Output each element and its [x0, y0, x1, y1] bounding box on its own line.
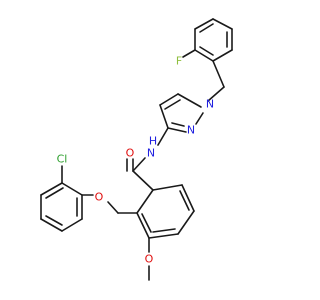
atom-labels: F N N H N O Cl O O: [57, 55, 214, 266]
ether-oxygen-label: O: [95, 191, 104, 204]
bond: [164, 99, 181, 110]
bond: [107, 201, 119, 214]
carbonyl-oxygen-label: O: [126, 147, 135, 160]
bond: [171, 122, 185, 127]
bond: [157, 127, 169, 146]
structure-canvas: F N N H N O Cl O O: [40, 18, 233, 281]
bond: [152, 184, 183, 191]
bond: [195, 112, 204, 125]
bond: [45, 187, 64, 199]
bond: [212, 18, 233, 30]
bond: [212, 60, 225, 88]
bond: [136, 212, 150, 239]
amide-n-label: N: [147, 147, 155, 160]
bonds: [40, 18, 233, 281]
bond: [179, 190, 190, 211]
bond: [136, 189, 154, 214]
pyrazole-n2-label: N: [187, 124, 195, 137]
bond: [45, 215, 63, 226]
molecule-drawing: F N N H N O Cl O O: [40, 18, 233, 281]
bond: [199, 46, 214, 56]
bond: [194, 49, 214, 62]
bond: [40, 182, 63, 196]
bond: [199, 23, 214, 33]
amide-h-label: H: [149, 135, 157, 148]
bond: [177, 210, 195, 235]
bond: [132, 170, 154, 191]
methoxy-oxygen-label: O: [145, 253, 154, 266]
chlorine-atom-label: Cl: [57, 153, 68, 166]
bond: [132, 157, 146, 172]
bond: [40, 218, 63, 232]
bond: [152, 228, 176, 233]
bond: [212, 49, 233, 62]
bond: [182, 49, 196, 58]
bond: [207, 86, 225, 102]
bond: [148, 233, 179, 239]
pyrazole-n1-label: N: [206, 98, 214, 111]
bond: [141, 213, 152, 233]
bond: [61, 182, 83, 196]
bond: [177, 93, 202, 108]
bond: [159, 104, 169, 129]
bond: [181, 184, 195, 212]
bond: [61, 218, 83, 232]
bond: [167, 127, 187, 133]
fluorine-atom-label: F: [176, 55, 182, 68]
bond: [159, 93, 179, 106]
bond: [194, 18, 214, 30]
